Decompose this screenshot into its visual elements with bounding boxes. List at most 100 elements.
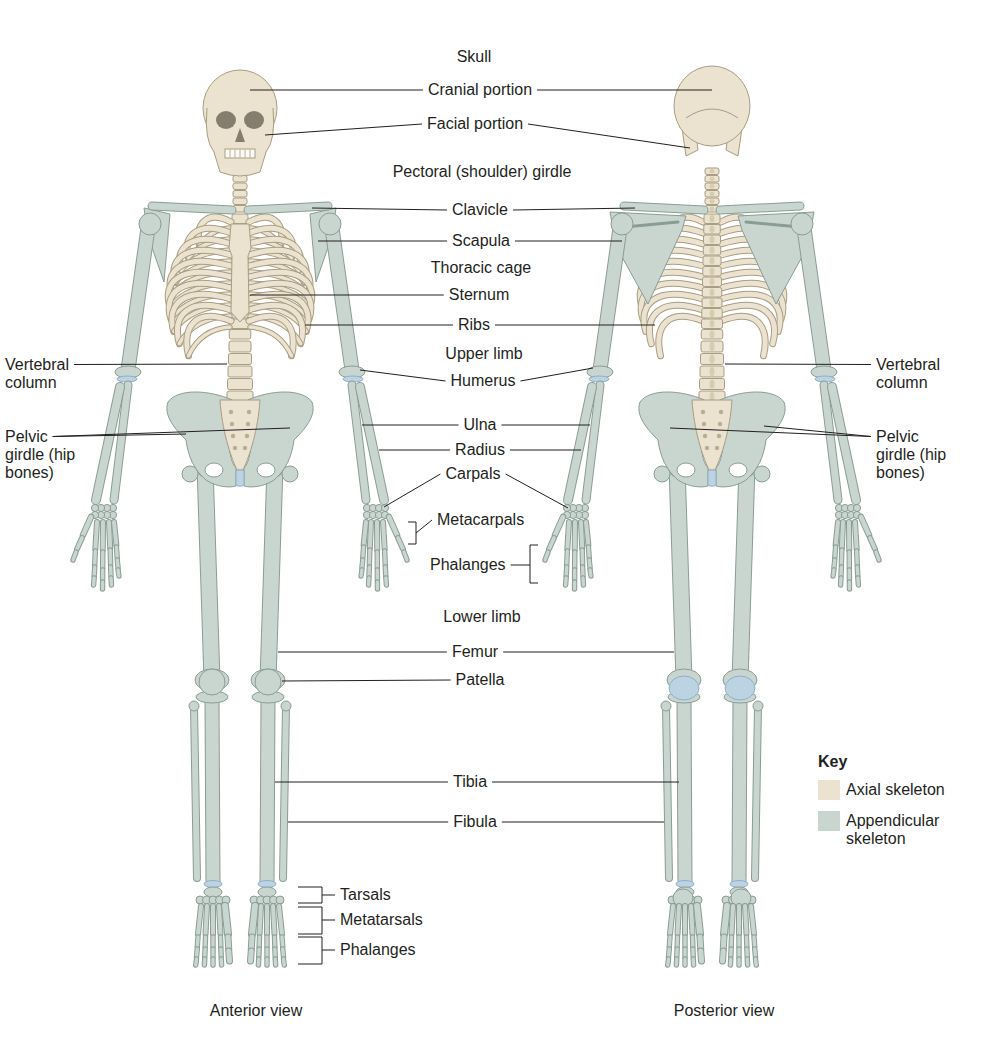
spinous-process xyxy=(710,192,715,197)
vertebra xyxy=(704,214,720,224)
toe-phalanx-edge xyxy=(273,959,279,965)
bracket xyxy=(298,907,322,934)
phalanx-bone-edge xyxy=(77,538,82,549)
phalanx-bone-edge xyxy=(366,578,372,585)
metatarsal-bone xyxy=(670,906,673,934)
phalanx-bone-edge xyxy=(586,547,592,558)
femur-edge xyxy=(205,466,212,680)
vertebra xyxy=(705,191,719,198)
toe-phalanx-edge xyxy=(674,937,680,947)
bone-label: Cranial portion xyxy=(428,81,532,99)
clavicle-edge xyxy=(720,206,800,210)
phalanx-bone-edge xyxy=(855,567,861,576)
metacarpal-bone xyxy=(389,517,397,535)
vertebra xyxy=(702,298,722,308)
phalanx-bone xyxy=(77,538,82,549)
metatarsal-bone-edge xyxy=(745,906,747,934)
sacral-foramen xyxy=(719,410,723,414)
toe-phalanx-edge xyxy=(666,949,672,957)
toe-phalanx-edge xyxy=(272,949,278,957)
toe-phalanx-edge xyxy=(736,949,741,957)
toe-phalanx xyxy=(196,937,200,947)
metatarsal-bone-edge xyxy=(697,906,700,934)
spinous-process xyxy=(710,380,715,389)
bone-label: Tibia xyxy=(453,773,487,791)
leader-line xyxy=(312,208,447,210)
phalanx-bone xyxy=(398,538,403,549)
vertebra xyxy=(229,341,251,352)
obturator-foramen xyxy=(205,463,223,477)
toe-phalanx xyxy=(265,937,268,947)
phalanx-bone-edge xyxy=(580,578,586,585)
phalanx-bone-edge xyxy=(854,551,860,565)
phalanx-bone xyxy=(564,578,568,585)
bracket xyxy=(298,937,322,964)
fibular-head xyxy=(281,701,291,711)
bone-label: Pelvic girdle (hip bones) xyxy=(5,428,89,482)
metatarsal-bone xyxy=(737,906,741,934)
vertebra xyxy=(703,267,722,277)
metacarpal-bone-edge xyxy=(83,517,91,535)
toe-phalanx-edge xyxy=(751,937,757,947)
spinous-process xyxy=(710,289,715,297)
phalanx-bone xyxy=(565,551,569,565)
metatarsal-bone xyxy=(751,906,754,934)
metatarsal-bone-edge xyxy=(252,906,255,934)
spinous-process xyxy=(710,355,715,364)
spinous-process xyxy=(710,268,715,276)
leader-line xyxy=(501,425,590,426)
leader-line xyxy=(513,208,635,210)
metatarsal-bone-edge xyxy=(264,906,270,934)
clavicle xyxy=(720,206,800,210)
femur xyxy=(740,466,747,680)
humerus xyxy=(804,228,824,370)
phalanx-bone-edge xyxy=(831,560,837,568)
toe-phalanx xyxy=(729,949,733,957)
rib xyxy=(659,316,703,355)
metacarpal-bone-edge xyxy=(855,522,857,549)
phalanx-bone xyxy=(359,570,363,576)
clavicle xyxy=(624,206,704,210)
phalanx-bone xyxy=(545,552,548,560)
metacarpal-bone-edge xyxy=(364,522,366,545)
rib-edge xyxy=(187,316,231,355)
nasal-cavity xyxy=(235,128,245,142)
leader-line xyxy=(362,425,459,426)
toe-phalanx-edge xyxy=(280,949,286,957)
phalanx-bone-edge xyxy=(382,551,388,565)
phalanx-bone-edge xyxy=(115,570,121,576)
toe-phalanx-edge xyxy=(272,937,278,947)
obturator-foramen xyxy=(677,463,695,477)
phalanx-bone xyxy=(92,567,96,576)
phalanx-bone-edge xyxy=(563,567,569,576)
toe-phalanx xyxy=(248,951,254,961)
legend-heading: Key xyxy=(818,753,847,771)
metacarpal-bone xyxy=(383,522,385,549)
metatarsal-bone-edge xyxy=(219,906,221,934)
toe-phalanx xyxy=(257,949,261,957)
metatarsal-bone-edge xyxy=(210,906,216,934)
toe-phalanx-edge xyxy=(744,949,750,957)
phalanx-bone-edge xyxy=(847,582,852,589)
metatarsal-bone xyxy=(683,906,687,934)
toe-phalanx xyxy=(211,959,214,965)
toe-phalanx xyxy=(282,959,286,965)
metatarsal-bone xyxy=(273,906,275,934)
phalanx-bone xyxy=(573,570,576,580)
toe-phalanx xyxy=(281,949,285,957)
radius xyxy=(832,387,856,500)
region-heading: Lower limb xyxy=(443,608,520,626)
pubic-symphysis xyxy=(236,470,244,486)
toe-phalanx xyxy=(273,949,277,957)
carpal-bone xyxy=(91,504,98,511)
costal-arc xyxy=(188,327,230,356)
phalanx-bone xyxy=(573,552,576,568)
toe-phalanx-edge xyxy=(744,937,750,947)
vertebra xyxy=(705,176,719,183)
phalanx-bone-edge xyxy=(366,567,372,576)
toe-phalanx xyxy=(219,937,223,947)
toe-phalanx xyxy=(754,959,758,965)
metatarsal-bone-edge xyxy=(198,906,201,934)
leader-line xyxy=(322,950,335,951)
toe-phalanx-edge xyxy=(195,937,201,947)
